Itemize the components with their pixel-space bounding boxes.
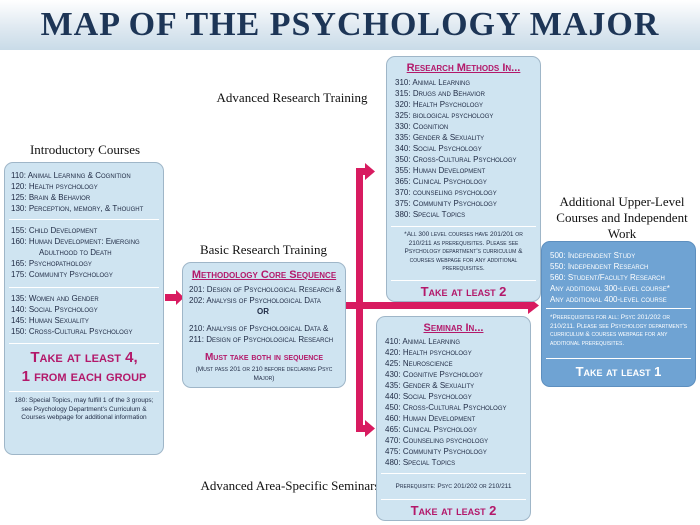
course-item: 310: Animal Learning xyxy=(395,78,471,87)
page-title: MAP OF THE PSYCHOLOGY MAJOR xyxy=(40,6,660,43)
research-methods-label: Research Methods In... xyxy=(406,62,521,74)
course-item: 325: biological psychology xyxy=(395,111,494,120)
course-item: 560: Student/Faculty Research xyxy=(550,273,665,282)
course-item: 202: Analysis of Psychological Data xyxy=(189,296,321,305)
section-divider xyxy=(381,473,526,474)
course-item: 350: Cross-Cultural Psychology xyxy=(395,155,517,164)
or-separator: OR xyxy=(257,307,269,316)
course-item: 160: Human Development: Emerging xyxy=(11,237,140,246)
intro-group-2: 155: Child Development 160: Human Develo… xyxy=(11,225,140,280)
research-methods-box: Research Methods In... 310: Animal Learn… xyxy=(386,56,541,302)
upper-level-list: 500: Independent Study 550: Independent … xyxy=(550,250,670,305)
course-item: 330: Cognition xyxy=(395,122,449,131)
intro-courses-box: 110: Animal Learning & Cognition 120: He… xyxy=(4,162,164,455)
methodology-list: 201: Design of Psychological Research & … xyxy=(189,284,341,345)
course-item: 315: Drugs and Behavior xyxy=(395,89,485,98)
upper-level-take-requirement: Take at least 1 xyxy=(575,364,662,379)
section-divider xyxy=(546,308,691,309)
course-item: 335: Gender & Sexuality xyxy=(395,133,485,142)
arrow-intro-to-methods xyxy=(165,294,178,301)
course-item: 130: Perception, memory, & Thought xyxy=(11,204,144,213)
heading-adv-seminars: Advanced Area-Specific Seminars xyxy=(200,478,380,493)
arrow-vertical-trunk xyxy=(356,168,363,432)
group-divider xyxy=(9,219,159,220)
course-item: 125: Brain & Behavior xyxy=(11,193,91,202)
course-item: 210: Analysis of Psychological Data & xyxy=(189,324,329,333)
research-methods-list: 310: Animal Learning 315: Drugs and Beha… xyxy=(395,77,517,220)
course-item: Adulthood to Death xyxy=(39,248,112,257)
arrow-to-upper-level xyxy=(360,302,530,309)
course-item: 550: Independent Research xyxy=(550,262,649,271)
seminar-label: Seminar In... xyxy=(423,322,484,334)
course-item: 340: Social Psychology xyxy=(395,144,482,153)
course-item: Any additional 400-level course xyxy=(550,295,667,304)
course-item: 120: Health psychology xyxy=(11,182,98,191)
section-divider xyxy=(546,358,691,359)
course-item: 465: Clinical Psychology xyxy=(385,425,477,434)
seminar-box: Seminar In... 410: Animal Learning 420: … xyxy=(376,316,531,521)
course-item: 320: Health Psychology xyxy=(395,100,484,109)
title-banner xyxy=(0,0,700,50)
course-item: 201: Design of Psychological Research & xyxy=(189,285,342,294)
course-item: 175: Community Psychology xyxy=(11,270,113,279)
course-item: Any additional 300-level course* xyxy=(550,284,670,293)
heading-adv-research: Advanced Research Training xyxy=(216,90,368,105)
seminar-prereq-note: Prerequisite: Psyc 201/202 or 210/211 xyxy=(395,483,512,490)
methodology-box: Methodology Core Sequence 201: Design of… xyxy=(182,262,346,388)
course-item: 145: Human Sexuality xyxy=(11,316,89,325)
upper-level-box: 500: Independent Study 550: Independent … xyxy=(541,241,696,387)
group-divider xyxy=(9,287,159,288)
arrow-to-seminar xyxy=(356,425,367,432)
course-item: 140: Social Psychology xyxy=(11,305,98,314)
course-item: 355: Human Development xyxy=(395,166,486,175)
section-divider xyxy=(391,280,536,281)
course-item: 155: Child Development xyxy=(11,226,98,235)
course-item: 410: Animal Learning xyxy=(385,337,461,346)
course-item: 370: counseling psychology xyxy=(395,188,497,197)
course-item: 435: Gender & Sexuality xyxy=(385,381,475,390)
course-item: 460: Human Development xyxy=(385,414,476,423)
heading-basic: Basic Research Training xyxy=(199,242,328,257)
intro-group-1: 110: Animal Learning & Cognition 120: He… xyxy=(11,170,143,214)
research-take-requirement: Take at least 2 xyxy=(420,284,507,299)
course-item: 480: Special Topics xyxy=(385,458,456,467)
course-item: 450: Cross-Cultural Psychology xyxy=(385,403,507,412)
methodology-label: Methodology Core Sequence xyxy=(191,269,337,281)
intro-group-3: 135: Women and Gender 140: Social Psycho… xyxy=(11,293,133,337)
group-divider xyxy=(9,391,159,392)
upper-level-prereq-note: *Prerequisites for all: Psyc 201/202 or … xyxy=(550,314,688,347)
methodology-requirement: Must take both in sequence xyxy=(204,352,324,363)
course-item: 365: Clinical Psychology xyxy=(395,177,487,186)
course-item: 211: Design of Psychological Research xyxy=(189,335,334,344)
methodology-note: (Must pass 201 or 210 before declaring P… xyxy=(195,366,333,382)
section-divider xyxy=(391,226,536,227)
research-prereq-note: *All 300 level courses have 201/201 or 2… xyxy=(404,231,523,272)
seminar-list: 410: Animal Learning 420: Health psychol… xyxy=(385,336,507,468)
course-item: 425: Neuroscience xyxy=(385,359,453,368)
section-divider xyxy=(381,499,526,500)
course-item: 500: Independent Study xyxy=(550,251,636,260)
course-item: 165: Psychopathology xyxy=(11,259,92,268)
course-item: 470: Counseling psychology xyxy=(385,436,489,445)
course-item: 430: Cognitive Psychology xyxy=(385,370,483,379)
arrow-to-research xyxy=(356,168,367,175)
course-item: 440: Social Psychology xyxy=(385,392,472,401)
intro-take-requirement: Take at least 4, 1 from each group xyxy=(21,349,147,385)
seminar-take-requirement: Take at least 2 xyxy=(410,503,497,518)
course-item: 475: Community Psychology xyxy=(385,447,487,456)
heading-additional: Additional Upper-Level Courses and Indep… xyxy=(556,194,688,241)
intro-special-topics-note: 180: Special Topics, may fulfill 1 of th… xyxy=(14,397,154,421)
arrow-methods-to-trunk xyxy=(346,302,360,309)
course-item: 135: Women and Gender xyxy=(11,294,99,303)
heading-intro: Introductory Courses xyxy=(29,142,141,157)
course-item: 380: Special Topics xyxy=(395,210,466,219)
course-item: 110: Animal Learning & Cognition xyxy=(11,171,131,180)
course-item: 150: Cross-Cultural Psychology xyxy=(11,327,133,336)
group-divider xyxy=(9,343,159,344)
course-item: 420: Health psychology xyxy=(385,348,472,357)
course-item: 375: Community Psychology xyxy=(395,199,497,208)
